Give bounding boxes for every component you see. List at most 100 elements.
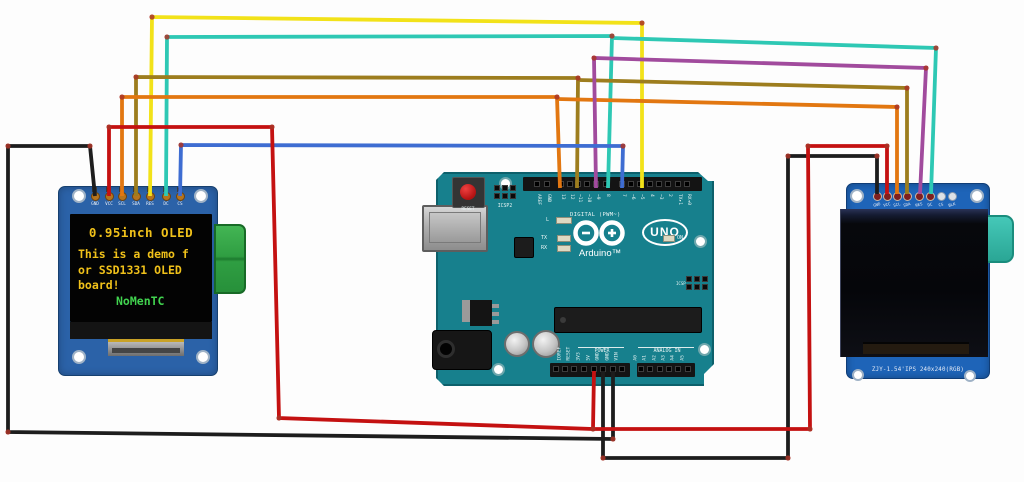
digital-pin	[637, 181, 643, 187]
digital-pin-label: ~3	[658, 194, 663, 200]
icsp-header	[686, 276, 708, 290]
wire-bend-point	[805, 143, 811, 149]
tft-pin-pad	[892, 192, 902, 201]
tft-caption: ZJY-1.54'IPS 240x240(RGB)	[871, 367, 965, 373]
analog-pin-label: A5	[680, 355, 686, 361]
wire-bend-point	[923, 65, 929, 71]
digital-pin-label: 2	[667, 194, 672, 197]
atmega-chip	[554, 307, 702, 333]
analog-pin	[666, 366, 672, 372]
digital-pin-label: ~9	[595, 194, 600, 200]
digital-pin	[593, 181, 599, 187]
power-pin	[591, 366, 597, 372]
wire-bend-point	[620, 143, 626, 149]
wire-bend-point	[884, 143, 890, 149]
wire-bend-point	[5, 429, 11, 435]
wire-bend-point	[119, 94, 125, 100]
tft-mount-hole	[970, 189, 984, 203]
arduino-brand-label: Arduino™	[578, 248, 622, 259]
arduino-mount-hole	[698, 343, 711, 356]
led-l-label: L	[546, 217, 550, 223]
digital-pin	[567, 181, 573, 187]
arduino-mount-hole	[492, 363, 505, 376]
power-pin-label: GND	[595, 352, 601, 361]
digital-pin-label: RX◂0	[686, 194, 691, 206]
tft-screen	[840, 209, 988, 357]
oled-side-connector	[214, 224, 246, 294]
wire-bend-point	[269, 124, 275, 130]
digital-pin	[584, 181, 590, 187]
oled-pin-pad	[90, 191, 100, 201]
tft-pin-pad	[882, 192, 892, 201]
on-led	[663, 235, 675, 242]
analog-pin-label: A4	[670, 355, 676, 361]
power-jack	[432, 330, 492, 370]
digital-pin	[534, 181, 540, 187]
power-pin	[581, 366, 587, 372]
analog-caption: ANALOG IN	[653, 348, 681, 354]
oled-pin-pad	[104, 191, 114, 201]
wire-bend-point	[133, 74, 139, 80]
reset-button-cap	[460, 184, 476, 200]
tft-mount-hole	[964, 370, 976, 382]
power-pin	[610, 366, 616, 372]
oled-screen-line: or SSD1331 OLED	[78, 262, 182, 277]
oled-pin-pad	[145, 191, 155, 201]
usb-interface-chip	[514, 237, 534, 258]
oled-screen-title: 0.95inch OLED	[88, 225, 194, 240]
analog-pin	[657, 366, 663, 372]
analog-pin	[685, 366, 691, 372]
tft-pin-pad	[914, 192, 924, 201]
wire-bend-point	[639, 20, 645, 26]
wire-bend-point	[807, 426, 813, 432]
digital-pin-label: ~10	[586, 194, 591, 203]
oled-mount-hole	[194, 189, 208, 203]
wire-oled-res-to-d5	[148, 15, 644, 197]
digital-pin	[558, 181, 564, 187]
digital-pin	[665, 181, 671, 187]
digital-pin	[544, 181, 550, 187]
power-pin	[600, 366, 606, 372]
icsp2-label: ICSP2	[497, 204, 513, 209]
reset-label: RESET	[461, 207, 475, 212]
icsp2-header	[494, 185, 516, 199]
voltage-regulator	[470, 300, 492, 326]
power-pin	[553, 366, 559, 372]
digital-pin-label: ~5	[639, 194, 644, 200]
wire-bend-point	[106, 124, 112, 130]
power-pin-label: IOREF	[557, 346, 563, 361]
tft-pin-pad	[936, 192, 946, 201]
digital-pin	[647, 181, 653, 187]
wire-bend-point	[590, 426, 596, 432]
wire-bend-point	[164, 34, 170, 40]
digital-pin	[675, 181, 681, 187]
led-tx-label: TX	[541, 235, 548, 241]
wire-bend-point	[933, 45, 939, 51]
arduino-infinity-icon	[573, 220, 625, 246]
tft-pin-pad	[872, 192, 882, 201]
power-pin-label: 5V	[586, 355, 592, 361]
digital-pin	[575, 181, 581, 187]
wire-bend-point	[87, 143, 93, 149]
analog-pin	[675, 366, 681, 372]
tft-pin-pad	[902, 192, 912, 201]
digital-pin-label: ~11	[577, 194, 582, 203]
oled-screen-line: board!	[78, 278, 120, 292]
wire-bend-point	[5, 143, 11, 149]
oled-mount-hole	[72, 189, 86, 203]
power-pin-label: GND	[605, 352, 611, 361]
digital-pin-label: 12	[569, 194, 574, 200]
wire-bend-point	[149, 14, 155, 20]
power-pin	[562, 366, 568, 372]
wire-bend-point	[276, 415, 282, 421]
digital-pin-label: AREF	[536, 194, 541, 206]
wire-tft-dc-to-d8	[611, 36, 938, 195]
wire-bend-point	[894, 104, 900, 110]
tft-ribbon-fold	[863, 342, 969, 354]
wire-bend-point	[591, 55, 597, 61]
digital-pin-label: GND	[546, 194, 551, 203]
tft-pin-pad	[947, 192, 957, 201]
